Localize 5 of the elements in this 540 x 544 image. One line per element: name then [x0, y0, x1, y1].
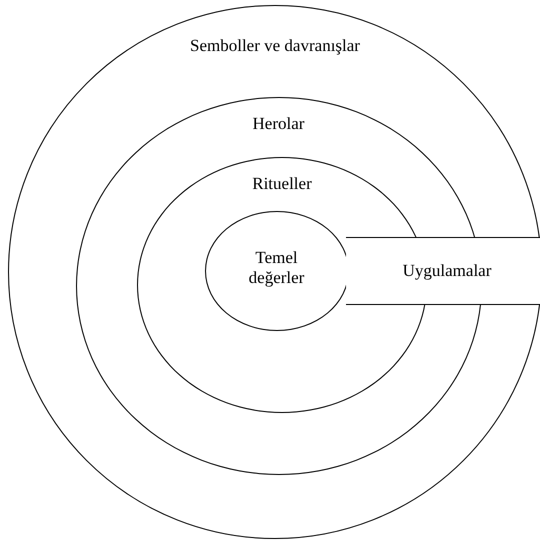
band-label: Uygulamalar — [402, 261, 492, 281]
ring-label: Herolar — [252, 114, 306, 134]
ring-label: Temel değerler — [248, 248, 306, 288]
ring-label: Semboller ve davranışlar — [189, 36, 361, 56]
ring-label: Ritueller — [251, 174, 313, 194]
